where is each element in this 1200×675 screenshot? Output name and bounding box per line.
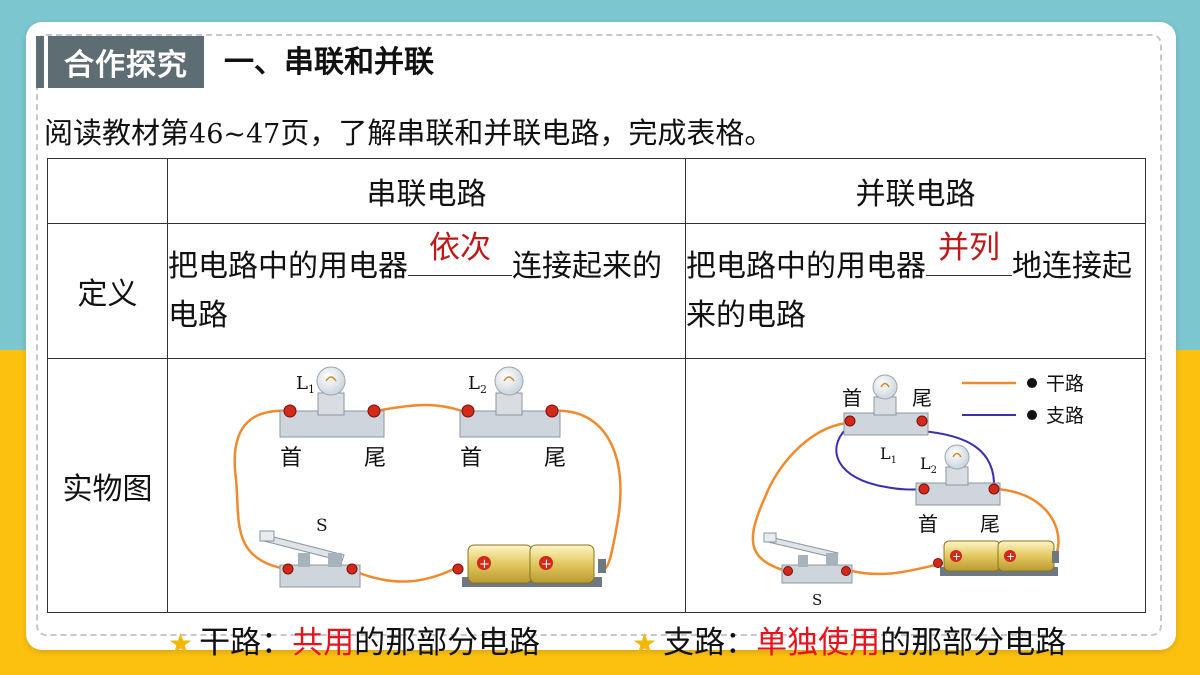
parallel-lamp1-label: L1 [880,444,897,466]
parallel-lamp-1 [843,374,929,436]
section-title: 一、串联和并联 [224,45,434,80]
series-tail-2: 尾 [544,446,566,471]
svg-text:+: + [952,550,961,563]
branch-note-highlight: 单独使用 [756,625,881,661]
svg-text:+: + [479,557,490,572]
comparison-table: 串联电路 并联电路 定义 把电路中的用电器依次连接起来的电路 把电路中的用电器并… [47,158,1146,613]
series-lamp1-label: L1 [296,373,315,396]
legend-main-label: 干路 [1046,373,1084,395]
tag-accent-bar [36,36,44,88]
parallel-branch-wire-1 [835,428,925,491]
series-lamp2-label: L2 [468,373,487,396]
diagram-row: 实物图 [47,358,1146,613]
parallel-branch-wire-2 [921,430,996,490]
series-head-2: 首 [460,446,482,471]
header-series: 串联电路 [167,158,686,224]
main-note-rest: 的那部分电路 [354,625,541,661]
parallel-circuit-diagram: 干路 支路 [751,373,1084,609]
series-answer: 依次 [429,230,491,266]
series-lamp-2 [459,366,561,438]
star-icon: ★ [168,627,194,660]
main-note-label: 干路： [199,625,293,661]
header-parallel: 并联电路 [685,158,1146,224]
series-wire-left [233,409,291,571]
parallel-definition: 把电路中的用电器并列地连接起来的电路 [685,223,1146,359]
diagram-label: 实物图 [47,358,168,613]
series-head-1: 首 [280,446,302,471]
parallel-battery: + + [933,540,1059,576]
parallel-answer: 并列 [938,230,1000,266]
section-tag: 合作探究 [48,36,204,88]
svg-text:+: + [1006,550,1015,563]
parallel-switch-label: S [812,591,822,609]
branch-note-rest: 的那部分电路 [880,625,1067,661]
parallel-switch [763,532,853,584]
series-switch-label: S [316,516,328,536]
parallel-lamp-2 [915,444,1001,506]
parallel-blank: 并列 [926,230,1012,276]
series-blank: 依次 [408,230,512,276]
header-empty-cell [47,158,168,224]
parallel-tail-2: 尾 [980,512,1000,536]
parallel-tail-1: 尾 [912,386,932,410]
table-header-row: 串联电路 并联电路 [47,158,1146,224]
star-icon: ★ [632,627,658,660]
branch-note-label: 支路： [663,625,757,661]
intro-pages: 46~47 [189,119,281,150]
series-def-after: 连接起来的电路 [168,249,662,333]
series-lamp-1 [279,366,385,438]
series-wire-right [551,409,622,571]
parallel-main-wire-left [751,421,847,573]
parallel-def-after: 地连接起来的电路 [686,249,1132,333]
definition-label: 定义 [47,223,168,359]
dashed-frame [36,34,1162,636]
series-def-before: 把电路中的用电器 [168,249,408,284]
parallel-def-before: 把电路中的用电器 [686,249,926,284]
intro-before: 阅读教材第 [44,116,190,150]
parallel-main-wire-right [993,487,1060,556]
series-wire-middle [375,403,463,413]
parallel-main-wire-bottom [851,563,937,576]
series-battery: + + [452,544,606,587]
series-switch [259,530,361,588]
svg-text:+: + [541,557,552,572]
intro-text: 阅读教材第46~47页，了解串联和并联电路，完成表格。 [44,110,773,152]
series-wire-bottom [353,567,455,583]
series-tail-1: 尾 [364,446,386,471]
parallel-head-2: 首 [918,512,938,536]
parallel-diagram-cell: 干路 支路 [685,358,1146,613]
definition-row: 定义 把电路中的用电器依次连接起来的电路 把电路中的用电器并列地连接起来的电路 [47,223,1146,359]
series-diagram-cell: L1 L2 首 尾 首 尾 S [167,358,686,613]
main-note-highlight: 共用 [292,625,355,661]
main-circuit-note: ★干路：共用的那部分电路 [168,620,540,666]
intro-after: 页，了解串联和并联电路，完成表格。 [280,116,774,150]
parallel-head-1: 首 [842,386,862,410]
parallel-legend: 干路 支路 [962,373,1084,427]
series-definition: 把电路中的用电器依次连接起来的电路 [167,223,686,359]
parallel-lamp2-label: L2 [920,454,937,476]
series-circuit-diagram: L1 L2 首 尾 首 尾 S [233,366,622,588]
branch-circuit-note: ★支路：单独使用的那部分电路 [632,620,1066,666]
legend-branch-label: 支路 [1046,405,1084,427]
